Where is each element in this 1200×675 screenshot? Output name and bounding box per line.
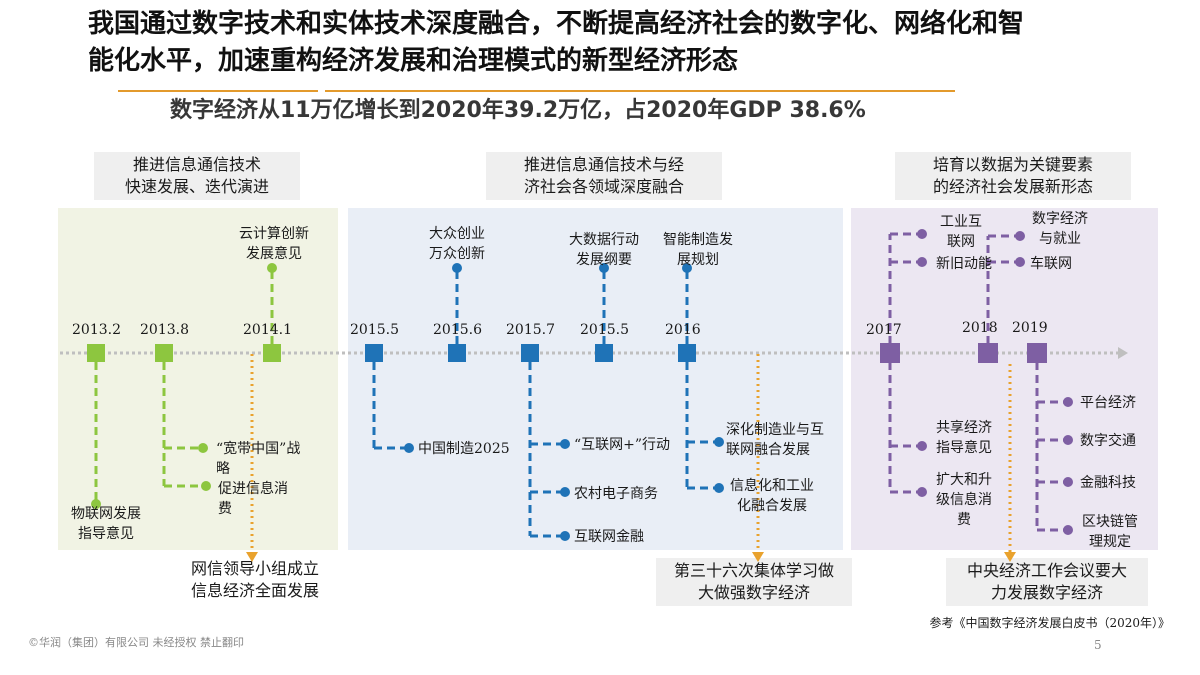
year-marker-2017 xyxy=(880,343,900,363)
reference-note: 参考《中国数字经济发展白皮书（2020年）》 xyxy=(929,616,1170,630)
event-label: 工业互 联网 xyxy=(940,214,982,250)
event-label: 互联网金融 xyxy=(574,529,644,545)
year-label: 2013.8 xyxy=(140,322,189,338)
year-label: 2018 xyxy=(962,320,998,336)
event-label: 智能制造发 展规划 xyxy=(663,232,733,268)
year-label: 2015.5 xyxy=(350,322,399,338)
phase-heading-2: 推进信息通信技术与经 济社会各领域深度融合 xyxy=(486,152,722,200)
year-marker-2015-5b xyxy=(595,344,613,362)
year-label: 2015.6 xyxy=(433,322,482,338)
year-marker-2015-5 xyxy=(365,344,383,362)
year-label: 2019 xyxy=(1012,320,1048,336)
year-label: 2015.7 xyxy=(506,322,555,338)
page-title: 我国通过数字技术和实体技术深度融合，不断提高经济社会的数字化、网络化和智能化水平… xyxy=(88,9,1025,76)
event-dot xyxy=(201,481,211,491)
subtitle: 数字经济从11万亿增长到2020年39.2万亿，占2020年GDP 38.6% xyxy=(170,98,866,123)
bottom-event-3: 中央经济工作会议要大 力发展数字经济 xyxy=(946,558,1148,606)
event-label: 数字经济 与就业 xyxy=(1032,211,1088,247)
copyright-footer: ©华润（集团）有限公司 未经授权 禁止翻印 xyxy=(28,636,244,649)
event-label: 深化制造业与互 联网融合发展 xyxy=(726,422,824,458)
year-marker-2015-6 xyxy=(448,344,466,362)
event-label: 数字交通 xyxy=(1080,433,1136,449)
event-label: 车联网 xyxy=(1030,256,1072,272)
event-label: 物联网发展 指导意见 xyxy=(71,506,141,542)
year-label: 2017 xyxy=(866,322,902,338)
year-marker-2014-1 xyxy=(263,344,281,362)
event-label: 金融科技 xyxy=(1080,475,1136,491)
phase-heading-3: 培育以数据为关键要素 的经济社会发展新形态 xyxy=(895,152,1131,200)
event-label: 共享经济 指导意见 xyxy=(936,420,992,456)
year-label: 2015.5 xyxy=(580,322,629,338)
event-label: 中国制造2025 xyxy=(418,441,510,457)
event-dot xyxy=(198,443,208,453)
year-marker-2013-2 xyxy=(87,344,105,362)
event-label: 大众创业 万众创新 xyxy=(429,226,485,262)
event-label: 平台经济 xyxy=(1080,395,1136,411)
event-dot xyxy=(91,499,101,509)
phase-panel-3 xyxy=(851,208,1158,550)
title-underline xyxy=(118,90,318,92)
title-underline xyxy=(325,90,955,92)
phase-panel-1 xyxy=(58,208,338,550)
event-label: 信息化和工业 化融合发展 xyxy=(730,478,814,514)
year-label: 2013.2 xyxy=(72,322,121,338)
page-number: 5 xyxy=(1094,638,1102,652)
event-dot xyxy=(267,263,277,273)
bottom-event-2: 第三十六次集体学习做 大做强数字经济 xyxy=(656,558,852,606)
timeline-arrow xyxy=(1118,347,1128,359)
event-label: 农村电子商务 xyxy=(574,486,658,502)
event-label: 大数据行动 发展纲要 xyxy=(569,232,639,268)
event-label: 云计算创新 发展意见 xyxy=(239,226,309,262)
event-label: “互联网+”行动 xyxy=(574,437,671,453)
phase-panel-2 xyxy=(348,208,843,550)
year-label: 2016 xyxy=(665,322,701,338)
year-marker-2013-8 xyxy=(155,344,173,362)
year-marker-2018 xyxy=(978,343,998,363)
year-marker-2019 xyxy=(1027,343,1047,363)
event-label: “宽带中国”战 略 xyxy=(216,441,301,477)
year-label: 2014.1 xyxy=(243,322,292,338)
event-label: 新旧动能 xyxy=(936,256,992,272)
event-label: 促进信息消 费 xyxy=(218,481,288,517)
year-marker-2016 xyxy=(678,344,696,362)
event-label: 区块链管 理规定 xyxy=(1082,514,1138,550)
bottom-event-1: 网信领导小组成立 信息经济全面发展 xyxy=(190,559,319,600)
phase-heading-1: 推进信息通信技术 快速发展、迭代演进 xyxy=(94,152,300,200)
year-marker-2015-7 xyxy=(521,344,539,362)
event-label: 扩大和升 级信息消 费 xyxy=(936,472,992,528)
